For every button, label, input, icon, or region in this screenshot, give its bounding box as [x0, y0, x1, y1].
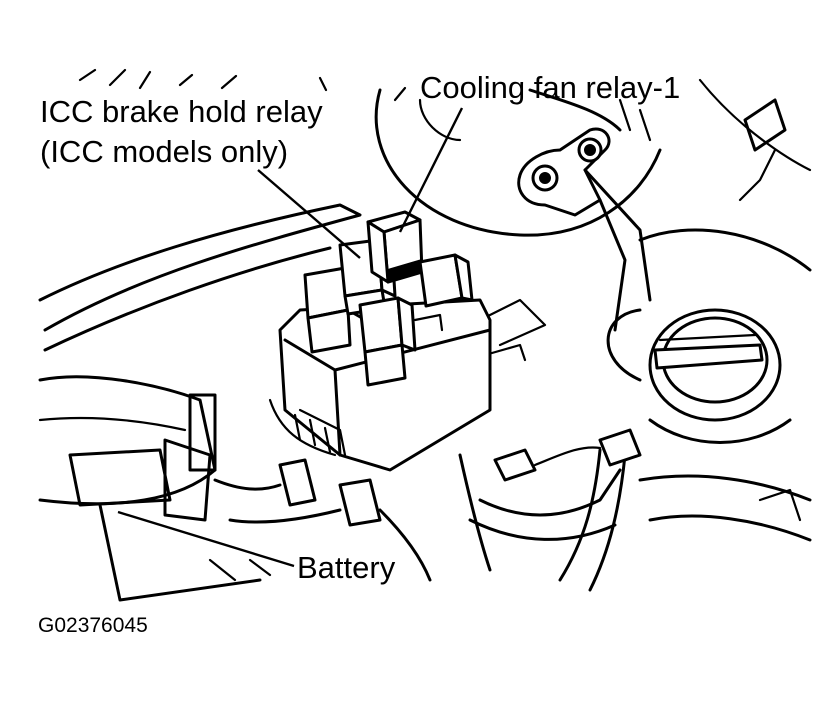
engine-bay-linework [38, 68, 812, 602]
leader-cooling-fan-relay [398, 107, 464, 233]
leader-battery [117, 510, 295, 568]
relay-right [418, 253, 474, 308]
label-icc-brake-hold-relay: ICC brake hold relay [40, 94, 323, 129]
relay-box [268, 210, 492, 472]
cooling-fan-relay-1 [366, 210, 424, 284]
leader-icc-brake-hold-relay [257, 169, 361, 259]
figure-code: G02376045 [38, 614, 148, 637]
relay-front [358, 296, 417, 387]
label-battery: Battery [297, 550, 396, 585]
label-cooling-fan-relay-1: Cooling fan relay-1 [420, 70, 680, 105]
leader-lines [117, 107, 464, 568]
label-icc-models-only: (ICC models only) [40, 134, 288, 169]
